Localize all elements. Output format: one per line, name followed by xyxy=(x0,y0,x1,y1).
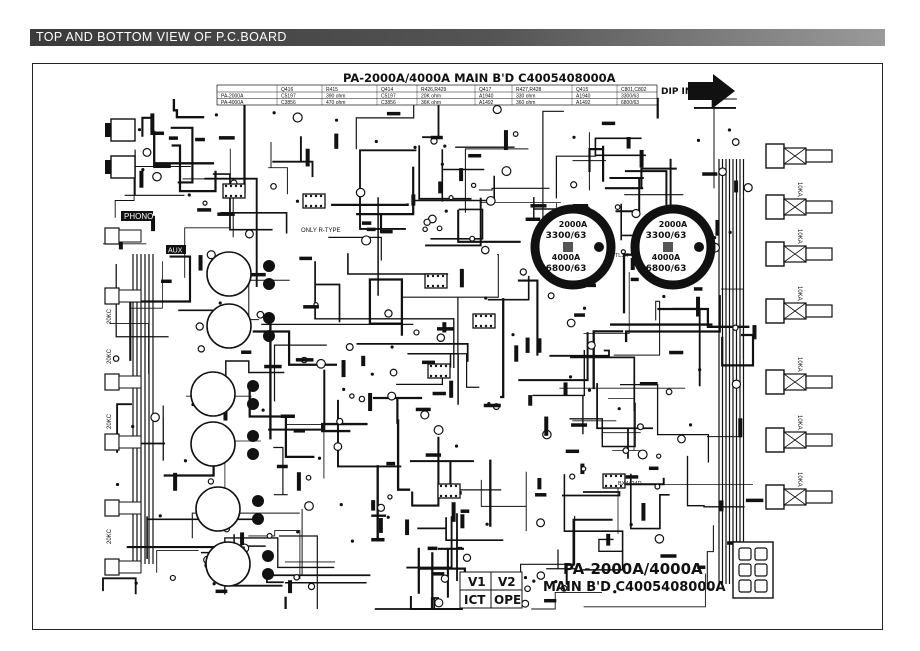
svg-text:10KA: 10KA xyxy=(796,182,802,197)
filter-capacitor-1: 2000A 3300/63 4000A 6800/63 xyxy=(530,204,616,290)
svg-text:A1492: A1492 xyxy=(479,100,494,106)
pcb-layout: PA-2000A/4000A MAIN B'D C4005408000A Q41… xyxy=(102,71,833,610)
svg-text:OPE: OPE xyxy=(494,593,521,607)
dip-in-arrow-icon xyxy=(688,74,735,108)
svg-text:PA-4000A: PA-4000A xyxy=(221,100,244,106)
svg-text:36K ohm: 36K ohm xyxy=(421,100,441,106)
version-box: V1 V2 ICT OPE xyxy=(459,571,523,609)
aux-label: AUX xyxy=(168,248,183,255)
svg-text:V2: V2 xyxy=(498,575,516,589)
board-top-title: PA-2000A/4000A MAIN B'D C4005408000A xyxy=(343,71,616,85)
svg-text:470 ohm: 470 ohm xyxy=(326,100,345,106)
svg-text:R415: R415 xyxy=(326,87,338,93)
svg-text:3300/63: 3300/63 xyxy=(621,94,639,100)
filter-capacitor-2: 2000A 3300/63 4000A 6800/63 xyxy=(630,204,716,290)
header-title: TOP AND BOTTOM VIEW OF P.C.BOARD xyxy=(36,30,287,44)
svg-text:10KA: 10KA xyxy=(796,472,802,487)
svg-text:3300/63: 3300/63 xyxy=(546,231,587,241)
svg-text:ICT: ICT xyxy=(464,593,486,607)
svg-text:4000A: 4000A xyxy=(552,253,581,262)
ic-label: BX4424D xyxy=(618,481,642,487)
svg-text:390 ohm: 390 ohm xyxy=(326,94,345,100)
phono-label: PHONO xyxy=(124,212,153,221)
svg-text:R427,R428: R427,R428 xyxy=(516,87,542,93)
svg-text:360 ohm: 360 ohm xyxy=(516,100,535,106)
tone-pots: 20KC 20KC 20KC 20KC xyxy=(104,227,142,576)
pcb-frame: PA-2000A/4000A MAIN B'D C4005408000A Q41… xyxy=(32,63,883,630)
svg-text:C5197: C5197 xyxy=(281,94,296,100)
board-bottom-title-1: PA-2000A/4000A xyxy=(563,560,703,578)
volume-pots: 10KA 10KA 10KA 10KA 10KA 10KA xyxy=(765,143,833,510)
board-bottom-title-2: MAIN B'D C4005408000A xyxy=(543,580,726,595)
pcb-components xyxy=(105,104,774,608)
parts-table: Q416 R415 Q414 R426,R429 Q417 R427,R428 Q415 C8… xyxy=(216,84,658,106)
svg-text:C3856: C3856 xyxy=(381,100,396,106)
svg-text:3300/63: 3300/63 xyxy=(646,231,687,241)
svg-text:10KA: 10KA xyxy=(796,286,802,301)
dip-in-label: DIP IN xyxy=(661,87,692,97)
opt-label: OPTL3K xyxy=(607,253,628,259)
svg-text:20KC: 20KC xyxy=(107,528,113,544)
svg-text:Q417: Q417 xyxy=(479,87,491,93)
svg-text:R426,R429: R426,R429 xyxy=(421,87,447,93)
svg-text:10KA: 10KA xyxy=(796,415,802,430)
svg-text:20KC: 20KC xyxy=(107,308,113,324)
svg-text:A1492: A1492 xyxy=(576,100,591,106)
svg-text:2000A: 2000A xyxy=(659,220,688,229)
svg-text:6800/63: 6800/63 xyxy=(546,264,587,274)
svg-text:6800/63: 6800/63 xyxy=(646,264,687,274)
svg-text:10KA: 10KA xyxy=(796,357,802,372)
svg-text:20K ohm: 20K ohm xyxy=(421,94,441,100)
svg-text:V1: V1 xyxy=(468,575,486,589)
svg-text:A1940: A1940 xyxy=(576,94,591,100)
svg-text:6800/63: 6800/63 xyxy=(621,100,639,106)
svg-text:Q416: Q416 xyxy=(281,87,293,93)
svg-text:C801,C802: C801,C802 xyxy=(621,87,647,93)
svg-text:A1940: A1940 xyxy=(479,94,494,100)
svg-text:4000A: 4000A xyxy=(652,253,681,262)
svg-text:C5197: C5197 xyxy=(381,94,396,100)
only-r-type-label: ONLY R-TYPE xyxy=(301,228,340,234)
svg-text:20KC: 20KC xyxy=(107,413,113,429)
svg-text:330 ohm: 330 ohm xyxy=(516,94,535,100)
svg-text:Q415: Q415 xyxy=(576,87,588,93)
svg-text:Q414: Q414 xyxy=(381,87,393,93)
svg-text:C3856: C3856 xyxy=(281,100,296,106)
pcb-traces xyxy=(102,97,755,610)
svg-text:10KA: 10KA xyxy=(796,229,802,244)
svg-text:PA-2000A: PA-2000A xyxy=(221,94,244,100)
svg-text:2000A: 2000A xyxy=(559,220,588,229)
header-banner: TOP AND BOTTOM VIEW OF P.C.BOARD xyxy=(30,29,885,46)
svg-text:20KC: 20KC xyxy=(107,348,113,364)
